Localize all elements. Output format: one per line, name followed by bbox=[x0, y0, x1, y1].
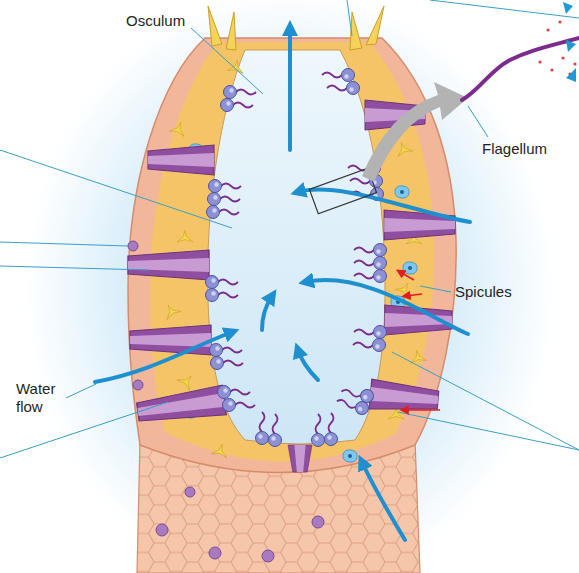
porocytes-part bbox=[128, 250, 209, 280]
choanocytes-part bbox=[221, 99, 254, 112]
water-flow-arrows-part bbox=[298, 350, 318, 380]
zoom-inset-part bbox=[462, 38, 579, 100]
sponge-wall-part bbox=[133, 380, 143, 390]
water-flow-arrows bbox=[95, 28, 470, 540]
leader-lines-part bbox=[347, 0, 352, 36]
water-glow bbox=[25, 0, 555, 573]
choanocytes-part bbox=[353, 339, 386, 352]
zoom-inset-part bbox=[538, 60, 541, 63]
water-flow-arrows-part bbox=[288, 28, 292, 150]
mesohyl-cells-part bbox=[211, 442, 230, 458]
leader-lines-part bbox=[398, 412, 579, 450]
water-flow-arrows-part bbox=[306, 280, 468, 334]
leader-lines-part bbox=[0, 150, 232, 228]
zoom-inset-part bbox=[566, 68, 576, 82]
choanocytes-part bbox=[223, 399, 256, 412]
leader-lines-part bbox=[392, 352, 579, 450]
choanocytes-part bbox=[354, 270, 387, 283]
mesohyl-cells-part bbox=[227, 59, 245, 74]
mesohyl-cells-part bbox=[409, 349, 427, 364]
leader-lines-part bbox=[191, 28, 263, 94]
pointer-arrows-part bbox=[404, 409, 440, 411]
leader-lines-part bbox=[0, 266, 148, 270]
pointer-arrows-part bbox=[406, 294, 422, 296]
spicule-spikes-part bbox=[226, 12, 236, 50]
mesohyl-cells-part bbox=[177, 371, 197, 390]
choanocytes-part bbox=[208, 193, 241, 206]
porocytes-part bbox=[130, 325, 211, 355]
choanocytes-part bbox=[269, 414, 282, 447]
leader-lines-part bbox=[0, 242, 128, 246]
pointer-arrows-part bbox=[400, 272, 414, 280]
choanocytes-part bbox=[224, 86, 257, 99]
porocytes-part bbox=[148, 145, 214, 175]
water-flow-arrows-part bbox=[262, 296, 272, 330]
choanocytes-part bbox=[209, 180, 242, 193]
choanocytes-part bbox=[322, 69, 355, 82]
zoom-inset-part bbox=[566, 40, 576, 52]
choanocytes-part bbox=[312, 414, 325, 447]
water-flow-arrows-part bbox=[95, 332, 232, 382]
zoom-inset-part bbox=[563, 2, 573, 14]
choanocytes-part bbox=[207, 206, 240, 219]
choanocytes-part bbox=[335, 395, 370, 416]
leader-lines-part bbox=[468, 106, 488, 137]
mesohyl-cells-part bbox=[169, 120, 188, 137]
zoom-inset bbox=[309, 2, 579, 214]
choanocytes-part bbox=[325, 413, 338, 446]
sponge-wall bbox=[128, 38, 456, 473]
stalk-part bbox=[262, 550, 274, 562]
choanocytes-part bbox=[206, 276, 239, 289]
mesohyl-cells-part bbox=[343, 450, 357, 462]
part-label: Osculum bbox=[126, 12, 185, 30]
pointer-arrows bbox=[400, 272, 440, 410]
zoom-inset-part bbox=[561, 56, 564, 59]
choanocytes-part bbox=[218, 386, 251, 399]
stalk-part bbox=[312, 516, 324, 528]
spicule-spikes-part bbox=[366, 6, 384, 45]
choanocytes bbox=[206, 69, 387, 447]
sponge-wall-part bbox=[128, 38, 456, 473]
choanocytes-part bbox=[340, 385, 374, 403]
water-flow-arrows-part bbox=[298, 189, 470, 222]
zoom-inset-part bbox=[573, 62, 576, 65]
choanocytes-part bbox=[256, 412, 269, 445]
mesohyl-cells-part bbox=[177, 230, 193, 242]
choanocytes-part bbox=[327, 82, 360, 95]
spicule-spikes-part bbox=[208, 6, 222, 46]
zoom-inset-part bbox=[546, 28, 549, 31]
leader-lines bbox=[0, 0, 579, 458]
porocytes-part bbox=[288, 445, 312, 472]
leader-lines-part bbox=[420, 286, 451, 292]
mesohyl-cells-part bbox=[403, 262, 417, 274]
zoom-inset-part bbox=[558, 20, 561, 23]
porocytes-part bbox=[136, 385, 226, 427]
stalk-part bbox=[185, 487, 195, 497]
choanocytes-part bbox=[211, 357, 244, 370]
zoom-inset-part bbox=[362, 82, 468, 182]
choanocytes-part bbox=[206, 289, 239, 302]
porocytes bbox=[128, 100, 455, 472]
zoom-inset-part bbox=[550, 68, 553, 71]
leader-lines-part bbox=[66, 384, 96, 398]
stalk-part bbox=[209, 547, 221, 559]
leader-lines-part bbox=[430, 0, 579, 18]
porocytes-part bbox=[369, 379, 439, 415]
stalk-part bbox=[156, 524, 168, 536]
part-label: Water flow bbox=[16, 380, 68, 416]
choanocytes-part bbox=[210, 344, 243, 357]
spicule-spikes bbox=[208, 6, 384, 50]
sponge-wall-part bbox=[128, 241, 138, 251]
mesohyl-cells-part bbox=[161, 301, 181, 319]
mesohyl-cells-part bbox=[394, 140, 413, 157]
choanocytes-part bbox=[354, 326, 387, 339]
water-flow-arrows-part bbox=[362, 462, 405, 540]
part-label: Spicules bbox=[455, 283, 512, 301]
part-label: Flagellum bbox=[482, 140, 547, 158]
choanocytes-part bbox=[354, 257, 387, 270]
choanocytes-part bbox=[354, 244, 387, 257]
mesohyl-cells-part bbox=[395, 186, 409, 198]
